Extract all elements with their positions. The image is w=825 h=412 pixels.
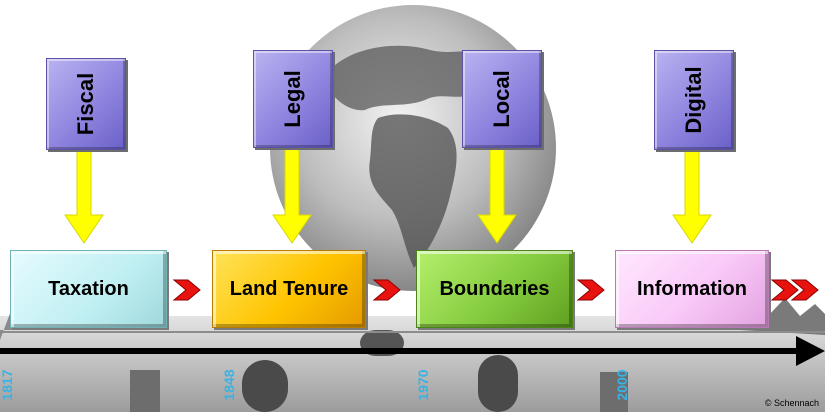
year-1817-text: 1817 <box>0 369 15 401</box>
chevron-2 <box>372 279 401 301</box>
year-1848: 1848 <box>221 358 237 412</box>
arrow-local-boundaries <box>477 148 517 244</box>
arrow-fiscal-taxation <box>64 148 104 244</box>
year-1848-text: 1848 <box>221 369 237 401</box>
globe-image <box>270 5 556 291</box>
stage-taxation: Taxation <box>10 250 167 328</box>
label-box-digital: Digital <box>654 50 734 150</box>
chevron-1 <box>172 279 201 301</box>
year-1817: 1817 <box>0 358 15 412</box>
label-fiscal: Fiscal <box>73 72 98 136</box>
chevrons <box>172 279 819 301</box>
stage-land-tenure: Land Tenure <box>212 250 366 328</box>
label-box-fiscal: Fiscal <box>46 58 126 150</box>
year-1970-text: 1970 <box>415 369 431 401</box>
label-legal: Legal <box>280 70 305 128</box>
year-1970: 1970 <box>415 358 431 412</box>
label-local: Local <box>489 70 514 128</box>
chevron-4 <box>770 279 799 301</box>
stage-boundaries: Boundaries <box>416 250 573 328</box>
stage-information: Information <box>615 250 769 328</box>
year-2000: 2000 <box>614 358 630 412</box>
label-box-local: Local <box>462 50 542 148</box>
copyright-credit: © Schennach <box>764 398 819 408</box>
label-box-legal: Legal <box>253 50 333 148</box>
chevron-5 <box>790 279 819 301</box>
label-digital: Digital <box>681 66 706 134</box>
timeline-arrow <box>0 336 825 366</box>
arrow-legal-landtenure <box>272 148 312 244</box>
arrow-digital-information <box>672 148 712 244</box>
chevron-3 <box>576 279 605 301</box>
year-2000-text: 2000 <box>614 369 630 401</box>
connector-arrows <box>64 148 712 244</box>
